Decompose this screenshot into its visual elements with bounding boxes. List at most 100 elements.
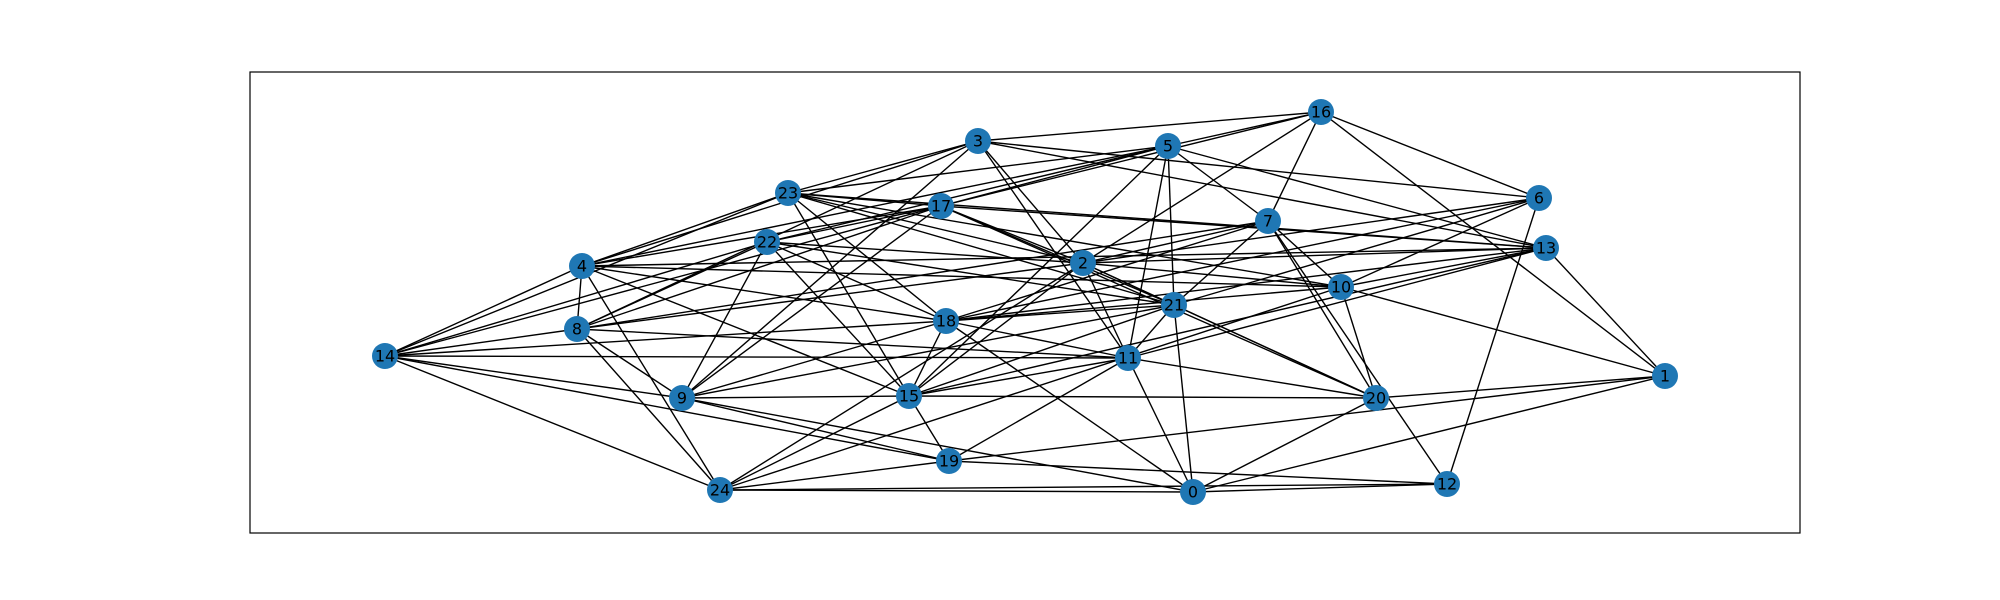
- node-label: 3: [973, 132, 983, 151]
- node-circle: [1155, 133, 1181, 159]
- edge-22-8: [576, 241, 768, 330]
- node-label: 16: [1311, 103, 1331, 122]
- edge-11-20: [1127, 357, 1377, 399]
- edge-5-21: [1167, 145, 1175, 306]
- edge-4-10: [581, 265, 1342, 288]
- edge-16-2: [1082, 111, 1322, 264]
- edge-11-19: [948, 357, 1129, 462]
- edge-21-9: [681, 304, 1175, 399]
- node-7: 7: [1255, 208, 1281, 234]
- edge-14-11: [384, 355, 1129, 359]
- edge-9-15: [681, 395, 910, 399]
- edge-8-14: [384, 328, 578, 357]
- edge-5-15: [908, 145, 1169, 397]
- edge-19-24: [719, 460, 950, 491]
- edge-21-20: [1173, 304, 1377, 399]
- edge-18-9: [681, 320, 947, 399]
- edge-5-7: [1167, 145, 1269, 222]
- node-label: 7: [1263, 212, 1273, 231]
- edge-14-19: [384, 355, 950, 462]
- edge-13-11: [1127, 247, 1547, 359]
- node-label: 19: [939, 452, 959, 471]
- edge-10-18: [945, 286, 1342, 322]
- edge-23-4: [581, 192, 789, 267]
- node-circle: [1363, 385, 1389, 411]
- node-5: 5: [1155, 133, 1181, 159]
- node-19: 19: [936, 448, 962, 474]
- edge-8-11: [576, 328, 1129, 359]
- node-label: 13: [1536, 239, 1556, 258]
- edge-23-15: [787, 192, 910, 397]
- node-label: 9: [677, 389, 687, 408]
- node-label: 22: [757, 233, 777, 252]
- edge-2-24: [719, 262, 1084, 491]
- edge-2-8: [576, 262, 1084, 330]
- edge-11-15: [908, 357, 1129, 397]
- node-circle: [1652, 363, 1678, 389]
- edge-6-18: [945, 197, 1540, 322]
- edge-3-13: [977, 140, 1547, 249]
- edge-22-2: [766, 241, 1084, 264]
- node-circle: [965, 128, 991, 154]
- edge-15-24: [719, 395, 910, 491]
- edge-2-15: [908, 262, 1084, 397]
- node-label: 4: [577, 257, 587, 276]
- node-3: 3: [965, 128, 991, 154]
- node-label: 6: [1534, 189, 1544, 208]
- node-16: 16: [1308, 99, 1334, 125]
- edge-23-10: [787, 192, 1342, 288]
- edge-14-9: [384, 355, 683, 399]
- node-circle: [669, 385, 695, 411]
- edge-6-10: [1340, 197, 1540, 288]
- edge-21-0: [1173, 304, 1194, 493]
- edge-16-17: [940, 111, 1322, 207]
- node-circle: [928, 193, 954, 219]
- node-circle: [1115, 345, 1141, 371]
- node-circle: [1434, 471, 1460, 497]
- node-2: 2: [1070, 250, 1096, 276]
- edge-13-4: [581, 247, 1547, 267]
- edge-3-11: [977, 140, 1129, 359]
- node-label: 0: [1188, 483, 1198, 502]
- edge-13-1: [1545, 247, 1666, 377]
- edge-15-20: [908, 395, 1377, 399]
- edge-7-12: [1267, 220, 1448, 485]
- edge-5-22: [766, 145, 1169, 243]
- node-4: 4: [569, 253, 595, 279]
- edge-24-0: [719, 489, 1194, 493]
- node-label: 14: [375, 347, 395, 366]
- edge-9-19: [681, 397, 950, 462]
- node-circle: [1328, 274, 1354, 300]
- edge-22-18: [766, 241, 947, 322]
- edge-0-12: [1192, 483, 1448, 493]
- node-20: 20: [1363, 385, 1389, 411]
- node-17: 17: [928, 193, 954, 219]
- edge-1-0: [1192, 375, 1666, 493]
- node-6: 6: [1526, 185, 1552, 211]
- edge-16-7: [1267, 111, 1322, 222]
- node-label: 21: [1164, 296, 1184, 315]
- edge-14-24: [384, 355, 721, 491]
- edge-16-3: [977, 111, 1322, 142]
- node-label: 1: [1660, 367, 1670, 386]
- node-22: 22: [754, 229, 780, 255]
- edge-8-9: [576, 328, 683, 399]
- edge-17-9: [681, 205, 942, 399]
- node-label: 24: [710, 481, 730, 500]
- node-circle: [1180, 479, 1206, 505]
- edge-22-14: [384, 241, 768, 357]
- node-11: 11: [1115, 345, 1141, 371]
- node-label: 18: [936, 312, 956, 331]
- edge-7-18: [945, 220, 1269, 322]
- node-label: 23: [778, 184, 798, 203]
- node-12: 12: [1434, 471, 1460, 497]
- edge-23-21: [787, 192, 1175, 306]
- edge-22-9: [681, 241, 768, 399]
- edge-20-0: [1192, 397, 1377, 493]
- plot-frame: [249, 71, 1801, 534]
- edge-3-2: [977, 140, 1084, 264]
- edge-17-8: [576, 205, 942, 330]
- edge-13-2: [1082, 247, 1547, 264]
- node-9: 9: [669, 385, 695, 411]
